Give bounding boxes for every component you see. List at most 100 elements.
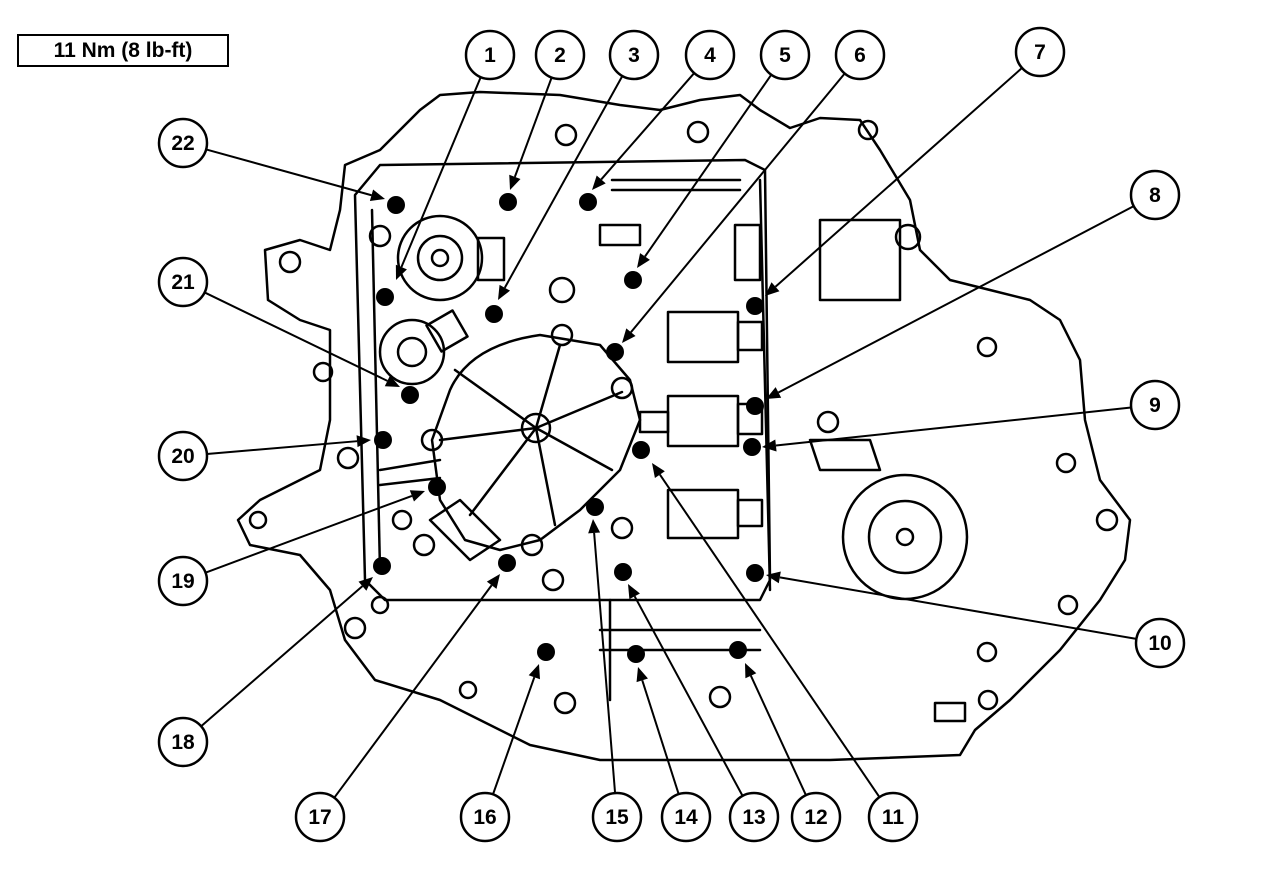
callout-15: 15 [588,519,643,843]
callout-leader-line [492,676,536,795]
callout-11: 11 [652,463,919,843]
callout-label: 15 [605,806,629,829]
callout-label: 13 [742,806,765,829]
callout-arrowhead [358,577,373,591]
callout-circle [1129,379,1181,431]
valve-body-illustration [236,90,1132,762]
callout-circle [1014,26,1066,78]
callout-leader-line [644,74,773,258]
torque-spec-box: 11 Nm (8 lb-ft) [17,34,229,67]
callout-2: 2 [509,29,586,190]
callout-label: 6 [854,44,866,67]
callout-label: 20 [171,445,194,468]
callout-12: 12 [745,663,842,843]
callout-leader-line [630,72,846,333]
callout-arrowhead [636,667,648,683]
callout-label: 21 [171,271,195,294]
callout-label: 10 [1148,632,1171,655]
callout-leader-line [777,205,1135,394]
callout-label: 3 [628,44,640,67]
callout-leader-line [593,532,617,794]
callout-22: 22 [157,117,385,202]
callout-label: 9 [1149,394,1161,417]
callout-circle [157,555,209,607]
callout-arrowhead [395,264,407,280]
callout-label: 5 [779,44,791,67]
callout-leader-line [206,440,358,455]
callout-arrowhead [509,174,521,190]
callout-circle [459,791,511,843]
callout-6: 6 [622,29,886,343]
callout-circle [728,791,780,843]
callout-leader-line [633,595,744,797]
callout-label: 4 [704,44,716,67]
callout-arrowhead [498,284,511,300]
callout-arrowhead [588,519,601,534]
callout-arrowhead [745,663,757,679]
callout-leader-line [204,291,388,382]
callout-circle [834,29,886,81]
callout-19: 19 [157,490,425,607]
callout-7: 7 [765,26,1066,296]
callout-label: 17 [308,806,331,829]
callout-leader-line [749,675,807,796]
callout-leader-line [513,77,553,178]
callout-arrowhead [592,175,606,190]
callout-circle [294,791,346,843]
callout-16: 16 [459,664,540,843]
callout-leader-line [641,680,680,795]
callout-20: 20 [157,430,371,482]
callout-10: 10 [766,571,1186,669]
callout-circle [684,29,736,81]
callout-arrowhead [486,574,500,589]
callout-leader-line [774,67,1023,288]
callout-label: 1 [484,44,496,67]
callout-13: 13 [628,584,780,843]
callout-label: 2 [554,44,566,67]
callout-leader-line [400,76,482,268]
callout-leader-line [600,72,695,181]
callout-17: 17 [294,574,500,843]
callout-arrowhead [622,328,636,343]
callout-label: 14 [674,806,698,829]
callout-circle [790,791,842,843]
callout-circle [1134,617,1186,669]
callout-leader-line [779,576,1137,640]
callout-circle [591,791,643,843]
callout-arrowhead [384,375,400,387]
callout-circle [660,791,712,843]
callout-arrowhead [356,435,371,448]
callout-leader-line [205,148,372,197]
callout-circle [157,256,209,308]
callout-circle [759,29,811,81]
callout-arrowhead [409,490,425,502]
callout-arrowhead [528,664,540,680]
callout-21: 21 [157,256,400,387]
callout-leader-line [775,406,1132,447]
callout-circle [157,716,209,768]
callout-circle [1129,169,1181,221]
callout-circle [867,791,919,843]
bolt-markers [373,193,764,663]
callout-label: 11 [882,806,905,829]
callout-arrowhead [369,189,385,202]
callout-leader-line [659,474,881,798]
callout-leader-line [503,75,624,289]
callout-arrowhead [766,571,781,584]
callout-9: 9 [762,379,1181,452]
callout-label: 22 [171,132,194,155]
callout-5: 5 [637,29,811,268]
callout-arrowhead [637,253,650,268]
callout-arrowhead [766,387,782,399]
callout-arrowhead [652,463,665,478]
callout-arrowhead [762,439,777,452]
callout-8: 8 [766,169,1181,399]
callout-arrowhead [628,584,640,600]
callout-leader-line [333,584,493,799]
callout-3: 3 [498,29,660,300]
callout-leader-line [200,585,364,728]
callout-arrowhead [765,282,780,296]
callout-4: 4 [592,29,736,190]
